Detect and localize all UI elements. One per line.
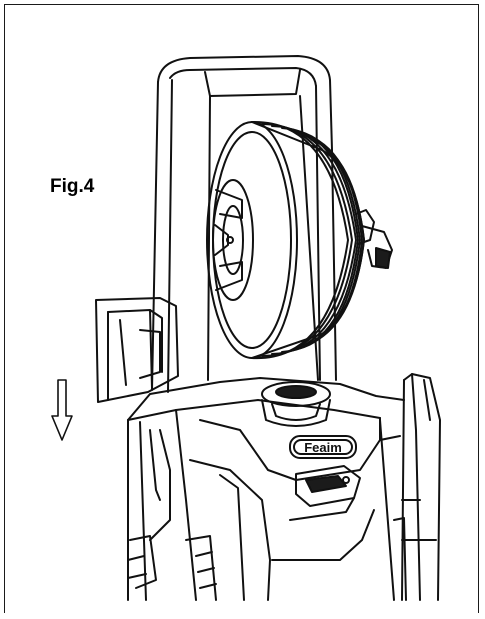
hose-hook xyxy=(95,297,179,403)
washer-body xyxy=(127,377,405,601)
brand-plate xyxy=(289,435,357,459)
figure-frame xyxy=(4,4,479,613)
down-arrow-icon xyxy=(51,379,73,441)
brand-label: Feaim xyxy=(304,440,342,455)
power-switch xyxy=(295,465,361,507)
reel-crank xyxy=(355,209,393,269)
gun-holder xyxy=(379,373,441,601)
hose-reel xyxy=(206,120,365,360)
top-cap xyxy=(261,381,331,427)
figure-label: Fig.4 xyxy=(50,176,95,197)
